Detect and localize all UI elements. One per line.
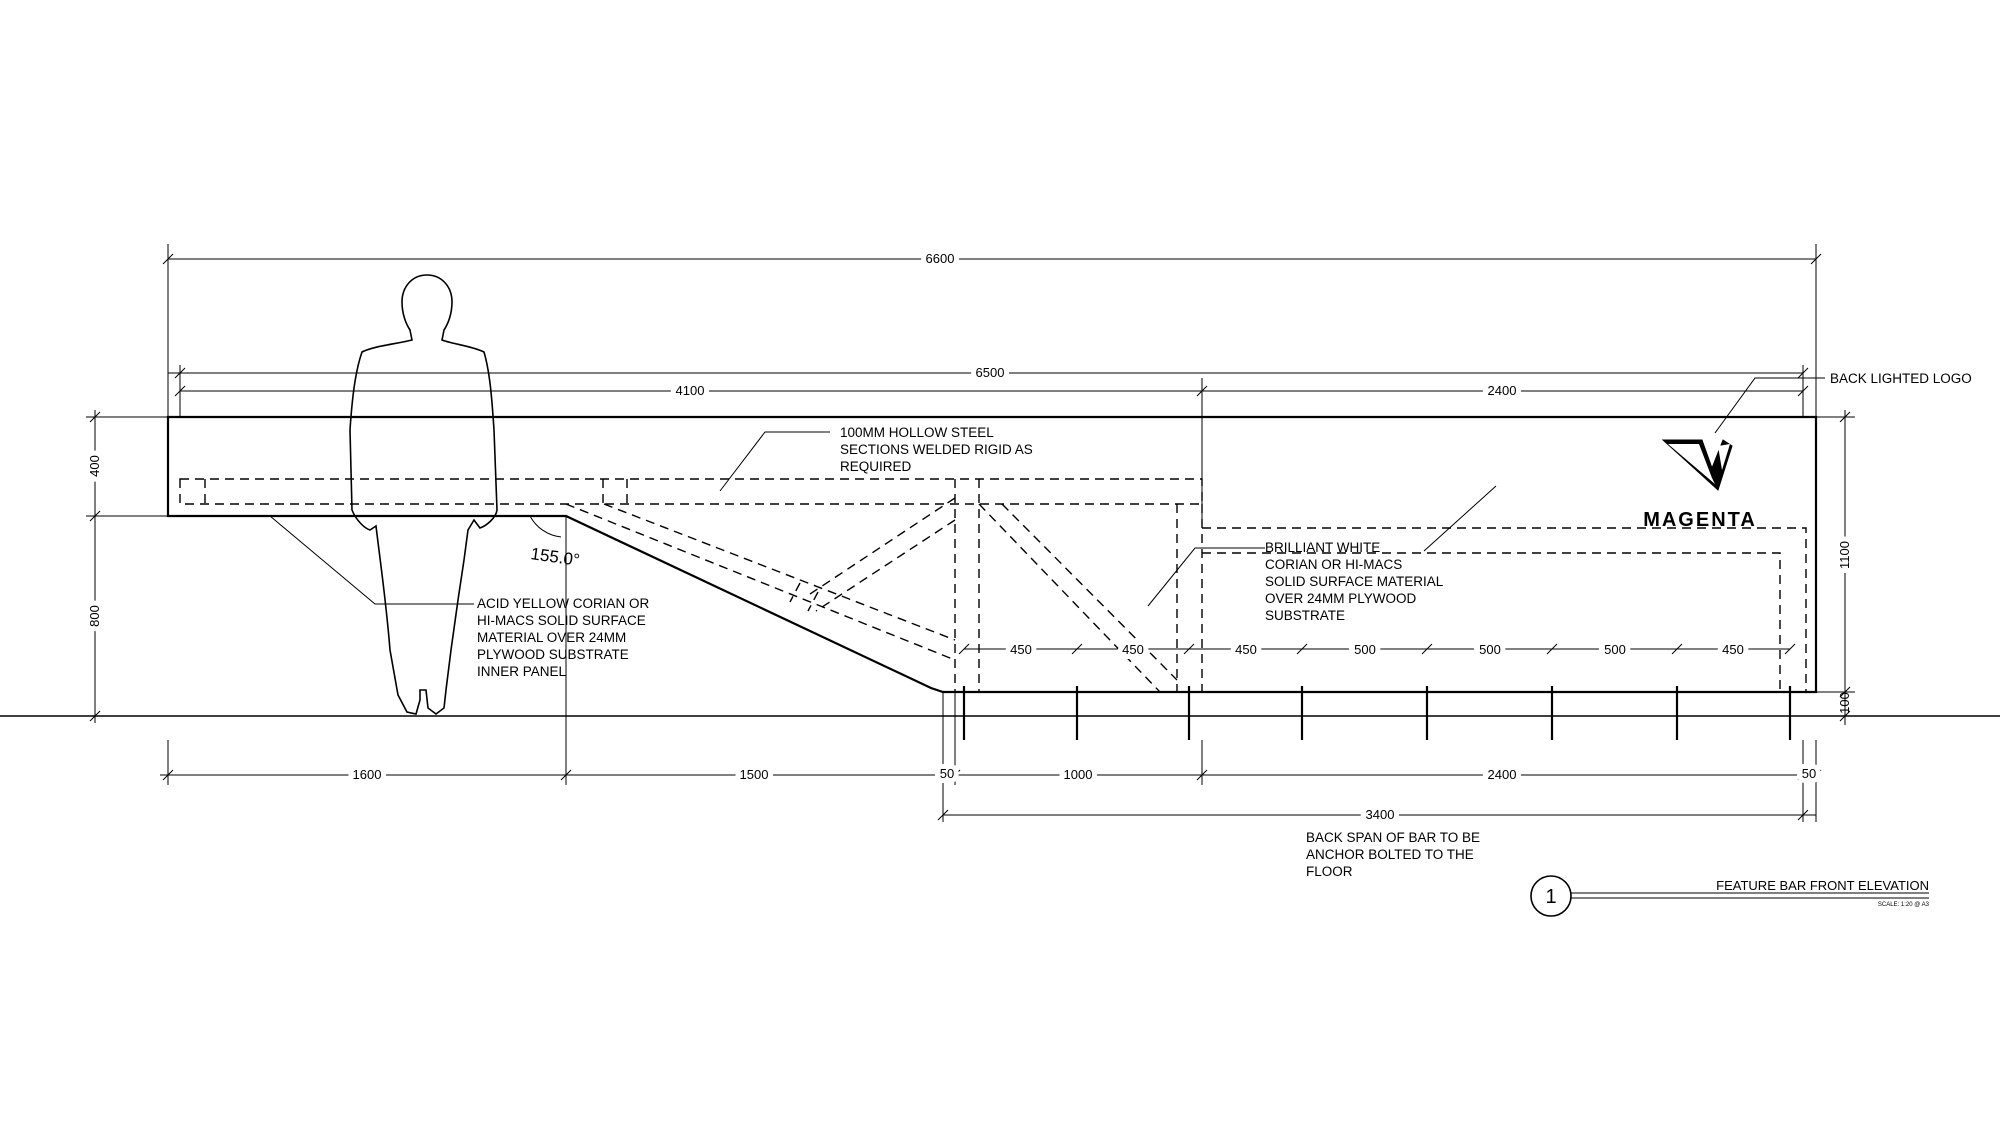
svg-text:3400: 3400: [1366, 807, 1395, 822]
svg-text:HI-MACS SOLID SURFACE: HI-MACS SOLID SURFACE: [477, 613, 646, 628]
top-dimensions: [162, 244, 1822, 528]
note-anchor-bolted: BACK SPAN OF BAR TO BE ANCHOR BOLTED TO …: [1306, 830, 1480, 879]
svg-text:ANCHOR BOLTED TO THE: ANCHOR BOLTED TO THE: [1306, 847, 1474, 862]
svg-text:100MM HOLLOW STEEL: 100MM HOLLOW STEEL: [840, 425, 994, 440]
dim-400: 400: [87, 455, 102, 477]
svg-text:50: 50: [940, 766, 954, 781]
dim-top-6500: 6500: [976, 365, 1005, 380]
svg-text:SECTIONS WELDED RIGID AS: SECTIONS WELDED RIGID AS: [840, 442, 1033, 457]
svg-text:450: 450: [1010, 642, 1032, 657]
dim-2400-top: 2400: [1488, 383, 1517, 398]
note-steel-sections: 100MM HOLLOW STEEL SECTIONS WELDED RIGID…: [840, 425, 1033, 474]
dim-overall-6600: 6600: [926, 251, 955, 266]
svg-text:INNER PANEL: INNER PANEL: [477, 664, 567, 679]
human-silhouette-icon: [349, 274, 498, 715]
title-scale: SCALE: 1:20 @ A3: [1878, 902, 1930, 908]
leg-spacing-dimension: [958, 643, 1796, 655]
dim-1100: 1100: [1837, 541, 1852, 569]
bottom-dimension-labels: 1600 1500 50 1000 2400 50 3400: [348, 761, 1822, 827]
dim-100: 100: [1837, 692, 1852, 714]
title-number: 1: [1545, 886, 1556, 908]
svg-text:450: 450: [1235, 642, 1257, 657]
svg-text:MATERIAL OVER 24MM: MATERIAL OVER 24MM: [477, 630, 626, 645]
title-block: [1530, 875, 1929, 917]
anchor-bolts: [962, 686, 1792, 740]
svg-text:1000: 1000: [1064, 767, 1093, 782]
svg-text:500: 500: [1479, 642, 1501, 657]
svg-text:50: 50: [1802, 766, 1816, 781]
svg-text:BACK SPAN OF BAR TO BE: BACK SPAN OF BAR TO BE: [1306, 830, 1480, 845]
note-brilliant-white: BRILLIANT WHITE CORIAN OR HI-MACS SOLID …: [1265, 540, 1444, 623]
svg-text:450: 450: [1722, 642, 1744, 657]
svg-text:REQUIRED: REQUIRED: [840, 459, 912, 474]
svg-text:1500: 1500: [740, 767, 769, 782]
svg-text:PLYWOOD SUBSTRATE: PLYWOOD SUBSTRATE: [477, 647, 629, 662]
svg-text:500: 500: [1354, 642, 1376, 657]
svg-text:OVER 24MM PLYWOOD: OVER 24MM PLYWOOD: [1265, 591, 1417, 606]
svg-text:1600: 1600: [353, 767, 382, 782]
svg-text:FLOOR: FLOOR: [1306, 864, 1353, 879]
right-height-dimensions: [1816, 410, 1855, 725]
note-back-lighted-logo: BACK LIGHTED LOGO: [1830, 371, 1972, 386]
magenta-logo-text: MAGENTA: [1643, 509, 1757, 531]
bar-outline: [166, 415, 1818, 694]
angle-label: 155.0°: [529, 544, 581, 570]
left-height-dimensions: [86, 410, 168, 723]
steel-structure: [179, 478, 1807, 693]
svg-text:SOLID SURFACE MATERIAL: SOLID SURFACE MATERIAL: [1265, 574, 1444, 589]
dim-4100: 4100: [676, 383, 705, 398]
svg-text:BRILLIANT WHITE: BRILLIANT WHITE: [1265, 540, 1380, 555]
magenta-logo-mark-icon: [1661, 439, 1733, 491]
svg-text:500: 500: [1604, 642, 1626, 657]
leader-lines: [269, 377, 1825, 607]
bottom-dimensions: [160, 516, 1822, 822]
angle-arc: [529, 515, 562, 538]
svg-text:ACID YELLOW CORIAN OR: ACID YELLOW CORIAN OR: [477, 596, 650, 611]
svg-text:450: 450: [1122, 642, 1144, 657]
svg-text:CORIAN OR HI-MACS: CORIAN OR HI-MACS: [1265, 557, 1402, 572]
svg-text:2400: 2400: [1488, 767, 1517, 782]
title-text: FEATURE BAR FRONT ELEVATION: [1716, 878, 1929, 893]
svg-text:SUBSTRATE: SUBSTRATE: [1265, 608, 1345, 623]
dim-800: 800: [87, 605, 102, 627]
note-acid-yellow: ACID YELLOW CORIAN OR HI-MACS SOLID SURF…: [477, 596, 650, 679]
